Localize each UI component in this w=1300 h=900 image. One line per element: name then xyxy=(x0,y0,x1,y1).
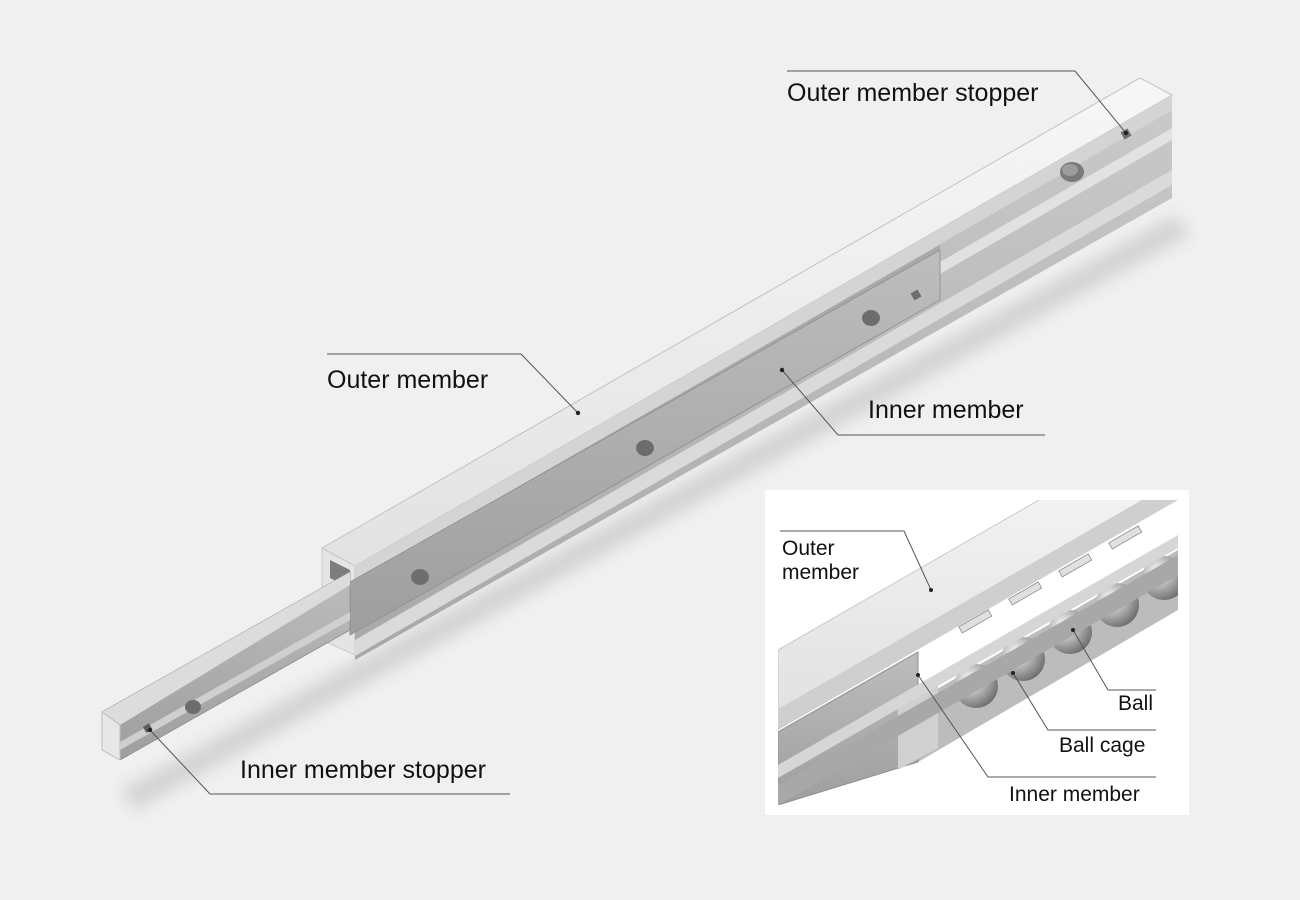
inset-ball-cage-label: Ball cage xyxy=(1059,734,1146,757)
inset-ball-label: Ball xyxy=(1118,692,1154,715)
inner-member-shape xyxy=(101,249,941,761)
detail-inset-illustration xyxy=(778,500,1178,805)
outer-member-label: Outer member xyxy=(327,366,489,394)
outer-member-stopper-label: Outer member stopper xyxy=(787,79,1039,107)
inset-inner-member-label: Inner member xyxy=(1009,783,1140,806)
leader-lines xyxy=(149,70,1127,795)
inset-outer-member-label-line2: member xyxy=(782,561,860,584)
rail-shadow xyxy=(120,215,1190,810)
inner-member-stopper-label: Inner member stopper xyxy=(240,756,486,784)
inset-outer-member-label-line1: Outer xyxy=(782,537,835,560)
detail-inset xyxy=(778,500,1178,805)
inner-member-label: Inner member xyxy=(868,396,1024,424)
